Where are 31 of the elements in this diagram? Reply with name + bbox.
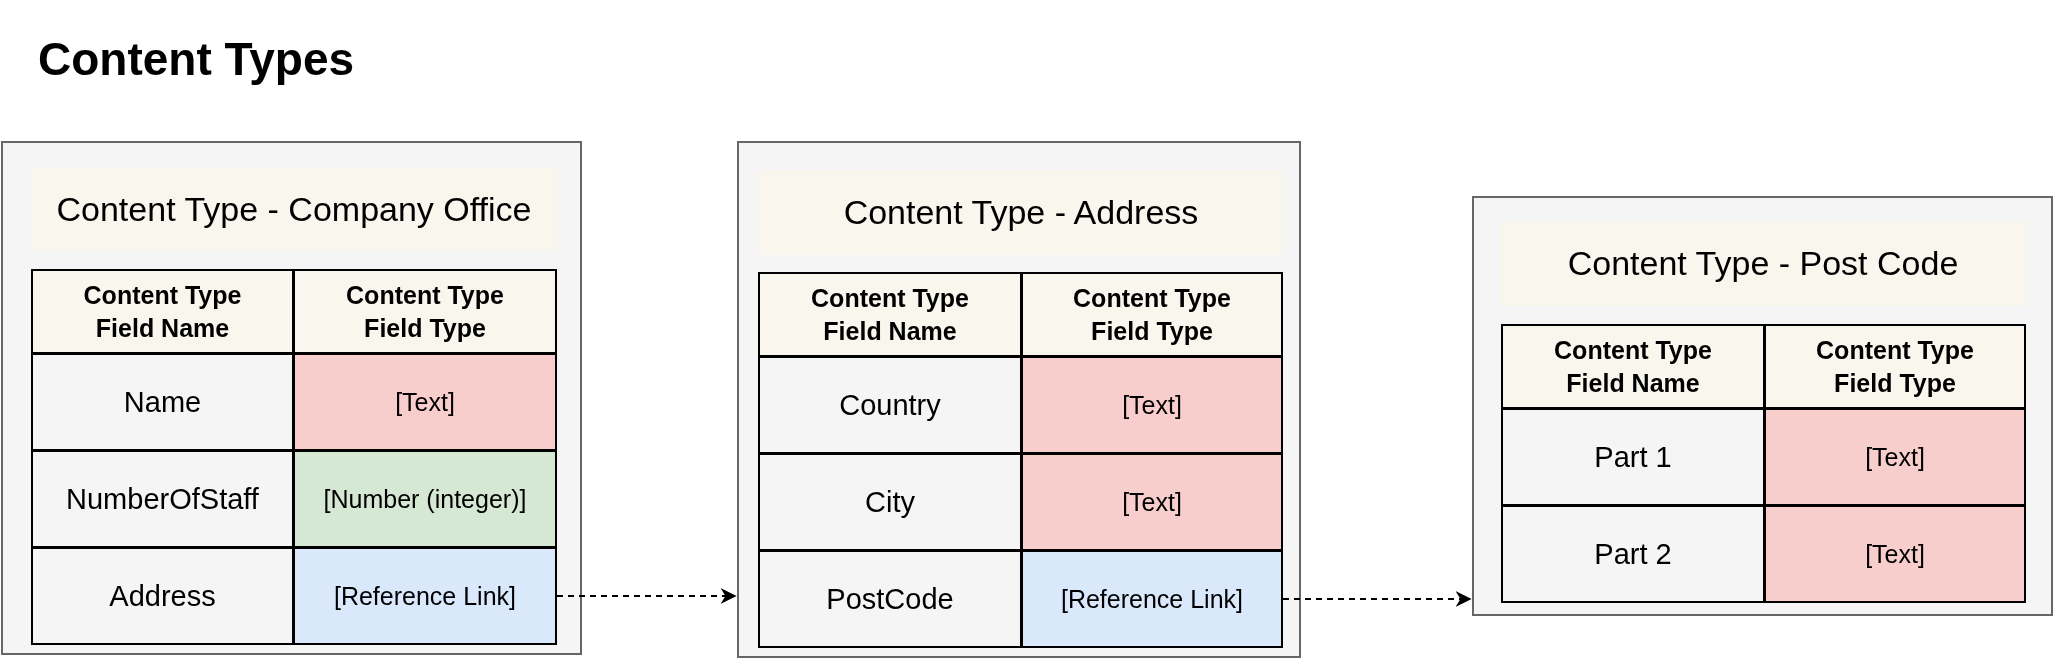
field-name: Part 2 — [1501, 505, 1765, 603]
field-name: City — [758, 453, 1022, 551]
field-type: [Number (integer)] — [293, 450, 557, 548]
field-type: [Text] — [293, 353, 557, 451]
dashed-arrow — [1282, 591, 1472, 607]
column-header: Content Type Field Type — [293, 269, 557, 354]
field-type: [Reference Link] — [1021, 550, 1283, 648]
column-header: Content Type Field Type — [1021, 272, 1283, 357]
header-band: Content Type - Company Office — [31, 168, 557, 251]
header-band: Content Type - Post Code — [1500, 221, 2026, 306]
diagram-title: Content Types — [38, 32, 355, 86]
dashed-arrow — [556, 588, 737, 604]
field-name: Name — [31, 353, 294, 451]
column-header: Content Type Field Type — [1764, 324, 2026, 409]
column-header: Content Type Field Name — [31, 269, 294, 354]
content-type-panel — [737, 141, 1301, 658]
field-type: [Reference Link] — [293, 547, 557, 645]
field-name: NumberOfStaff — [31, 450, 294, 548]
field-name: Address — [31, 547, 294, 645]
column-header: Content Type Field Name — [1501, 324, 1765, 409]
header-band: Content Type - Address — [759, 170, 1283, 255]
field-type: [Text] — [1764, 505, 2026, 603]
field-type: [Text] — [1021, 356, 1283, 454]
field-name: PostCode — [758, 550, 1022, 648]
column-header: Content Type Field Name — [758, 272, 1022, 357]
field-type: [Text] — [1021, 453, 1283, 551]
field-type: [Text] — [1764, 408, 2026, 506]
content-type-panel — [1472, 196, 2053, 616]
content-type-panel — [1, 141, 582, 655]
field-name: Part 1 — [1501, 408, 1765, 506]
field-name: Country — [758, 356, 1022, 454]
